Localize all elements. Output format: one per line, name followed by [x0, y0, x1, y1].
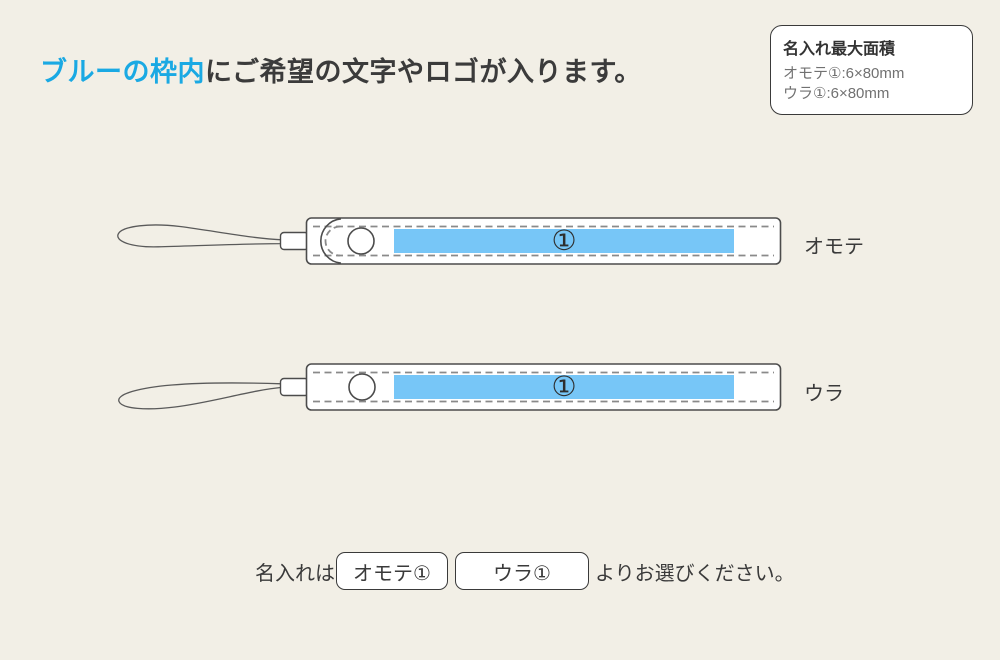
strap-loop-cord-back — [118, 382, 283, 410]
flap-stitch-front — [324, 225, 341, 257]
cord-connector-front — [279, 231, 310, 251]
print-area-back — [394, 375, 734, 399]
headline-highlight: ブルーの枠内 — [40, 57, 205, 87]
strap-loop-cord-front — [117, 224, 283, 248]
info-line-front: オモテ①:6×80mm — [783, 65, 905, 82]
footer-prefix: 名入れは — [255, 562, 335, 585]
print-area-marker-front: ① — [551, 225, 577, 256]
info-box-title: 名入れ最大面積 — [783, 41, 896, 58]
print-area-marker-back: ① — [551, 371, 577, 402]
side-label-back: ウラ — [804, 383, 844, 405]
side-label-front: オモテ — [804, 236, 864, 258]
option-button-front[interactable]: オモテ① — [336, 552, 448, 590]
strap-back-group — [118, 363, 782, 411]
headline-rest: にご希望の文字やロゴが入ります。 — [205, 57, 642, 87]
option-select-row: 名入れは オモテ① ウラ① よりお選びください。 — [255, 552, 795, 590]
cord-connector-back — [279, 377, 310, 397]
snap-button-front — [347, 227, 375, 255]
page-title: ブルーの枠内にご希望の文字やロゴが入ります。 — [40, 50, 642, 89]
print-area-front — [394, 229, 734, 253]
flap-edge-front — [320, 218, 342, 264]
option-button-back[interactable]: ウラ① — [455, 552, 589, 590]
footer-suffix: よりお選びください。 — [595, 562, 795, 585]
snap-button-back — [348, 373, 376, 401]
max-print-area-box: 名入れ最大面積 オモテ①:6×80mm ウラ①:6×80mm — [770, 25, 973, 115]
info-line-back: ウラ①:6×80mm — [783, 85, 890, 102]
strap-front-group — [117, 217, 782, 265]
